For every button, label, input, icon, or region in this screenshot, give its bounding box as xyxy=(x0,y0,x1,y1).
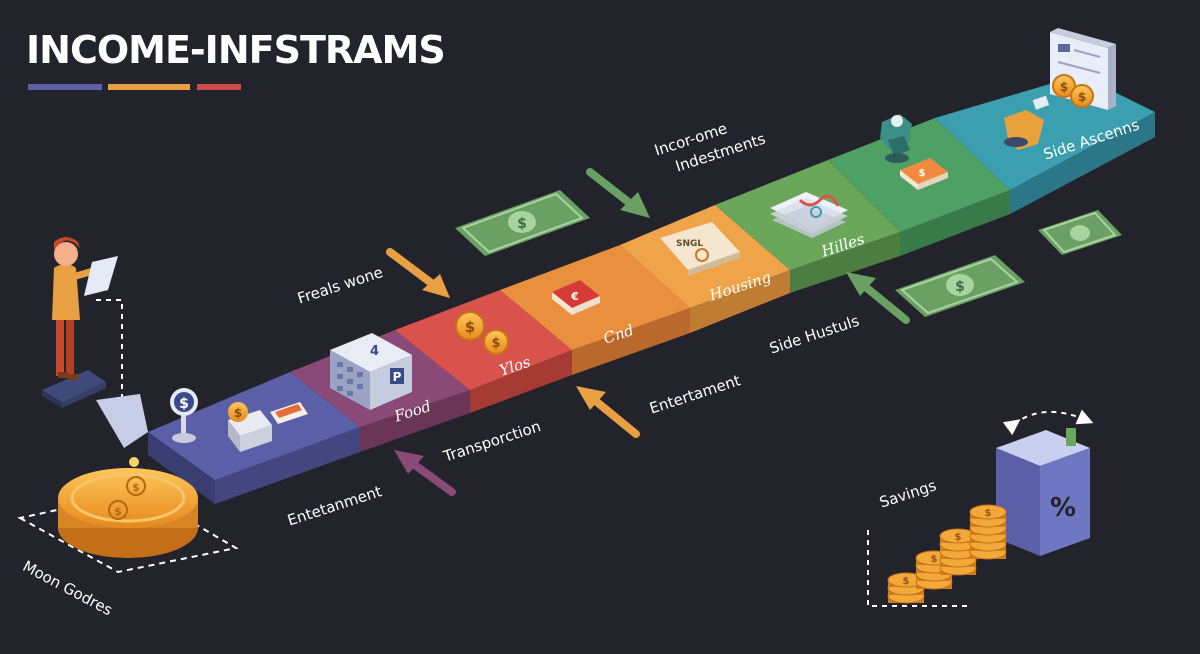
ribbon-left-end xyxy=(148,432,215,504)
investment-document-icon: $ $ xyxy=(1050,28,1116,110)
arrow-down-orange xyxy=(386,248,450,298)
underline-red xyxy=(197,84,241,90)
trophy-vase-icon xyxy=(880,114,912,163)
big-gold-coin-icon: $ $ xyxy=(17,457,239,574)
arrow-down-green xyxy=(586,168,650,218)
segment-8-side xyxy=(1010,112,1155,214)
segment-2-side xyxy=(360,390,470,452)
coin-stack-top xyxy=(969,504,1007,520)
svg-text:P: P xyxy=(393,370,402,384)
svg-text:$: $ xyxy=(1060,80,1068,94)
arrow-up-orange xyxy=(576,386,640,438)
receipt-icon xyxy=(270,402,308,424)
curved-arrow xyxy=(1002,409,1094,436)
dashed-bracket xyxy=(867,530,970,607)
svg-text:$: $ xyxy=(132,481,140,494)
svg-text:$: $ xyxy=(517,216,527,232)
segment-6-side xyxy=(790,232,900,293)
coin-symbol: $ xyxy=(931,554,938,565)
person-figure-icon xyxy=(42,237,118,408)
coin-symbol: $ xyxy=(955,532,962,543)
page-title: INCOME-INFSTRAMS xyxy=(26,28,446,72)
svg-text:$: $ xyxy=(955,279,965,295)
segment-7-side xyxy=(900,190,1010,256)
svg-text:$: $ xyxy=(179,396,189,412)
coin-symbol: $ xyxy=(903,576,910,587)
segment-1-side xyxy=(215,427,360,504)
savings-box-icon: % xyxy=(996,428,1090,556)
office-building-icon: 4 P xyxy=(330,333,412,410)
euro-book-icon: € xyxy=(552,280,600,315)
svg-text:$: $ xyxy=(919,168,926,179)
svg-text:$: $ xyxy=(1078,90,1086,104)
svg-text:€: € xyxy=(570,290,579,303)
svg-text:$: $ xyxy=(465,318,475,336)
svg-text:$: $ xyxy=(491,336,500,351)
svg-text:%: % xyxy=(1050,493,1076,523)
documents-stack-icon xyxy=(770,192,848,238)
underline-blue xyxy=(28,84,102,90)
coin-symbol: $ xyxy=(985,508,992,519)
arrow-up-green xyxy=(846,272,910,324)
segment-5-side xyxy=(690,270,790,333)
banknote-icon: $ xyxy=(895,255,1025,317)
underline-orange xyxy=(108,84,190,90)
banknote-icon xyxy=(1038,210,1122,255)
housing-sign-icon: SNGL xyxy=(660,222,740,276)
svg-text:4: 4 xyxy=(370,344,379,359)
coin-stacks-icon: $ $ $ $ xyxy=(887,504,1007,604)
orange-book-icon: $ xyxy=(900,158,948,190)
svg-text:SNGL: SNGL xyxy=(676,239,703,249)
pointer-arrow xyxy=(96,394,148,448)
gold-coins-icon: $ $ xyxy=(455,311,509,355)
svg-text:$: $ xyxy=(114,505,122,518)
dollar-sign-post-icon: $ xyxy=(170,388,198,443)
banknote-icon: $ xyxy=(455,190,590,256)
cash-register-icon: $ xyxy=(228,402,272,452)
svg-text:$: $ xyxy=(234,406,242,420)
segment-4-side xyxy=(572,308,690,375)
segment-3-side xyxy=(470,350,572,413)
arrow-up-purple xyxy=(394,450,456,496)
money-cup-icon xyxy=(1004,95,1050,150)
